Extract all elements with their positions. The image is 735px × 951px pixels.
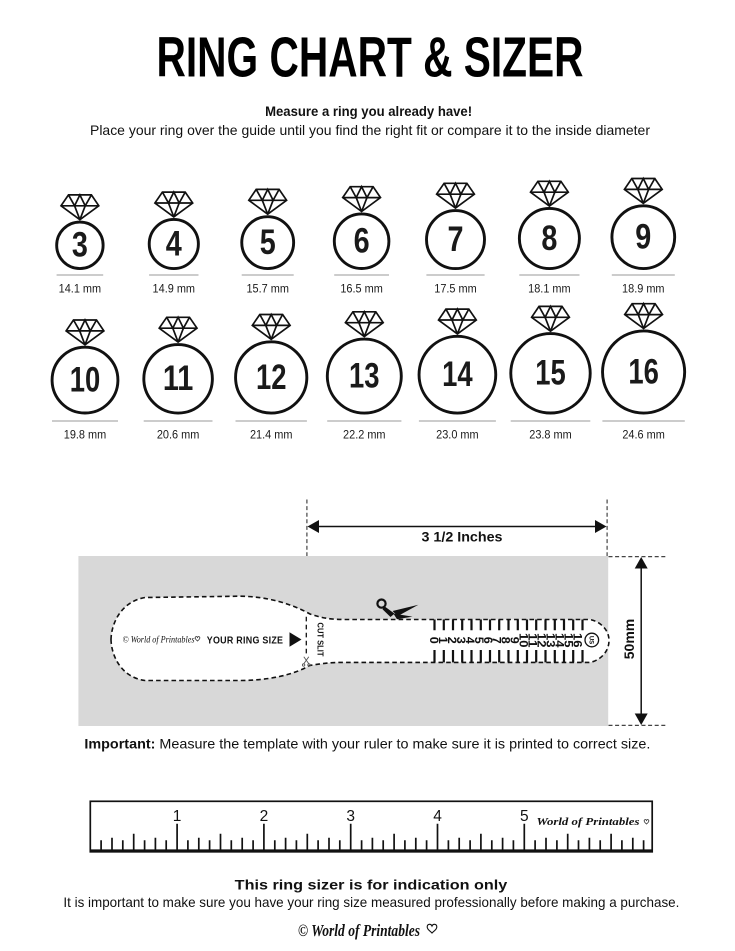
svg-text:15.7 mm: 15.7 mm <box>246 284 289 296</box>
svg-text:3 1/2 Inches: 3 1/2 Inches <box>422 529 503 545</box>
svg-text:8: 8 <box>541 219 557 258</box>
svg-text:12: 12 <box>256 358 287 397</box>
svg-text:YOUR RING SIZE: YOUR RING SIZE <box>207 636 284 647</box>
svg-text:2: 2 <box>260 808 269 825</box>
svg-text:3: 3 <box>72 226 88 265</box>
svg-text:5: 5 <box>260 223 276 262</box>
svg-text:It is important to make sure y: It is important to make sure you have yo… <box>63 894 679 910</box>
svg-text:8: 8 <box>499 637 513 644</box>
svg-text:This ring sizer is for indicat: This ring sizer is for indication only <box>235 876 508 892</box>
svg-text:7: 7 <box>490 637 504 644</box>
svg-text:1: 1 <box>436 637 450 644</box>
svg-text:© World of Printables: © World of Printables <box>298 921 420 940</box>
svg-text:6: 6 <box>481 637 495 644</box>
svg-text:2: 2 <box>445 637 459 644</box>
svg-text:20.6 mm: 20.6 mm <box>157 430 200 442</box>
svg-text:18.9 mm: 18.9 mm <box>622 284 665 296</box>
svg-text:World of Printables: World of Printables <box>537 817 640 828</box>
svg-text:1: 1 <box>173 808 182 825</box>
svg-text:16.5 mm: 16.5 mm <box>340 284 383 296</box>
svg-text:11: 11 <box>163 359 194 398</box>
svg-text:RING CHART & SIZER: RING CHART & SIZER <box>157 26 584 90</box>
svg-text:14.9 mm: 14.9 mm <box>153 284 196 296</box>
svg-text:23.8 mm: 23.8 mm <box>529 430 572 442</box>
svg-text:0: 0 <box>427 637 441 644</box>
svg-text:18.1 mm: 18.1 mm <box>528 284 571 296</box>
svg-text:50mm: 50mm <box>621 619 637 659</box>
svg-text:CUT SLIT: CUT SLIT <box>315 623 325 658</box>
svg-text:21.4 mm: 21.4 mm <box>250 430 293 442</box>
svg-text:22.2 mm: 22.2 mm <box>343 430 386 442</box>
svg-text:15: 15 <box>535 354 566 393</box>
svg-text:3: 3 <box>346 808 355 825</box>
svg-text:13: 13 <box>349 357 380 396</box>
svg-text:© World of Printables: © World of Printables <box>123 635 195 645</box>
svg-text:19.8 mm: 19.8 mm <box>64 430 107 442</box>
svg-text:9: 9 <box>635 218 651 257</box>
svg-text:17.5 mm: 17.5 mm <box>434 284 477 296</box>
svg-text:Important: Measure the templat: Important: Measure the template with you… <box>84 736 650 752</box>
svg-text:10: 10 <box>70 361 101 400</box>
svg-text:4: 4 <box>166 224 182 263</box>
svg-text:9: 9 <box>508 637 522 644</box>
svg-text:16: 16 <box>628 352 659 391</box>
svg-text:12: 12 <box>535 633 549 648</box>
svg-text:14.1 mm: 14.1 mm <box>59 284 102 296</box>
svg-text:5: 5 <box>520 808 529 825</box>
svg-text:US: US <box>588 636 594 644</box>
svg-text:3: 3 <box>454 637 468 644</box>
svg-text:4: 4 <box>463 637 477 644</box>
svg-text:16: 16 <box>570 633 584 648</box>
svg-text:14: 14 <box>552 633 566 648</box>
svg-text:15: 15 <box>561 633 575 648</box>
svg-text:10: 10 <box>517 633 531 648</box>
svg-text:Measure a ring you already hav: Measure a ring you already have! <box>265 103 472 119</box>
svg-text:7: 7 <box>448 220 464 259</box>
svg-text:13: 13 <box>543 633 557 648</box>
svg-text:4: 4 <box>433 808 442 825</box>
svg-text:23.0 mm: 23.0 mm <box>436 430 479 442</box>
svg-text:14: 14 <box>442 355 473 394</box>
svg-text:6: 6 <box>354 222 370 261</box>
svg-text:24.6 mm: 24.6 mm <box>622 430 665 442</box>
svg-text:Place your ring over the guide: Place your ring over the guide until you… <box>90 122 650 138</box>
svg-text:5: 5 <box>472 637 486 644</box>
svg-text:11: 11 <box>526 633 540 648</box>
